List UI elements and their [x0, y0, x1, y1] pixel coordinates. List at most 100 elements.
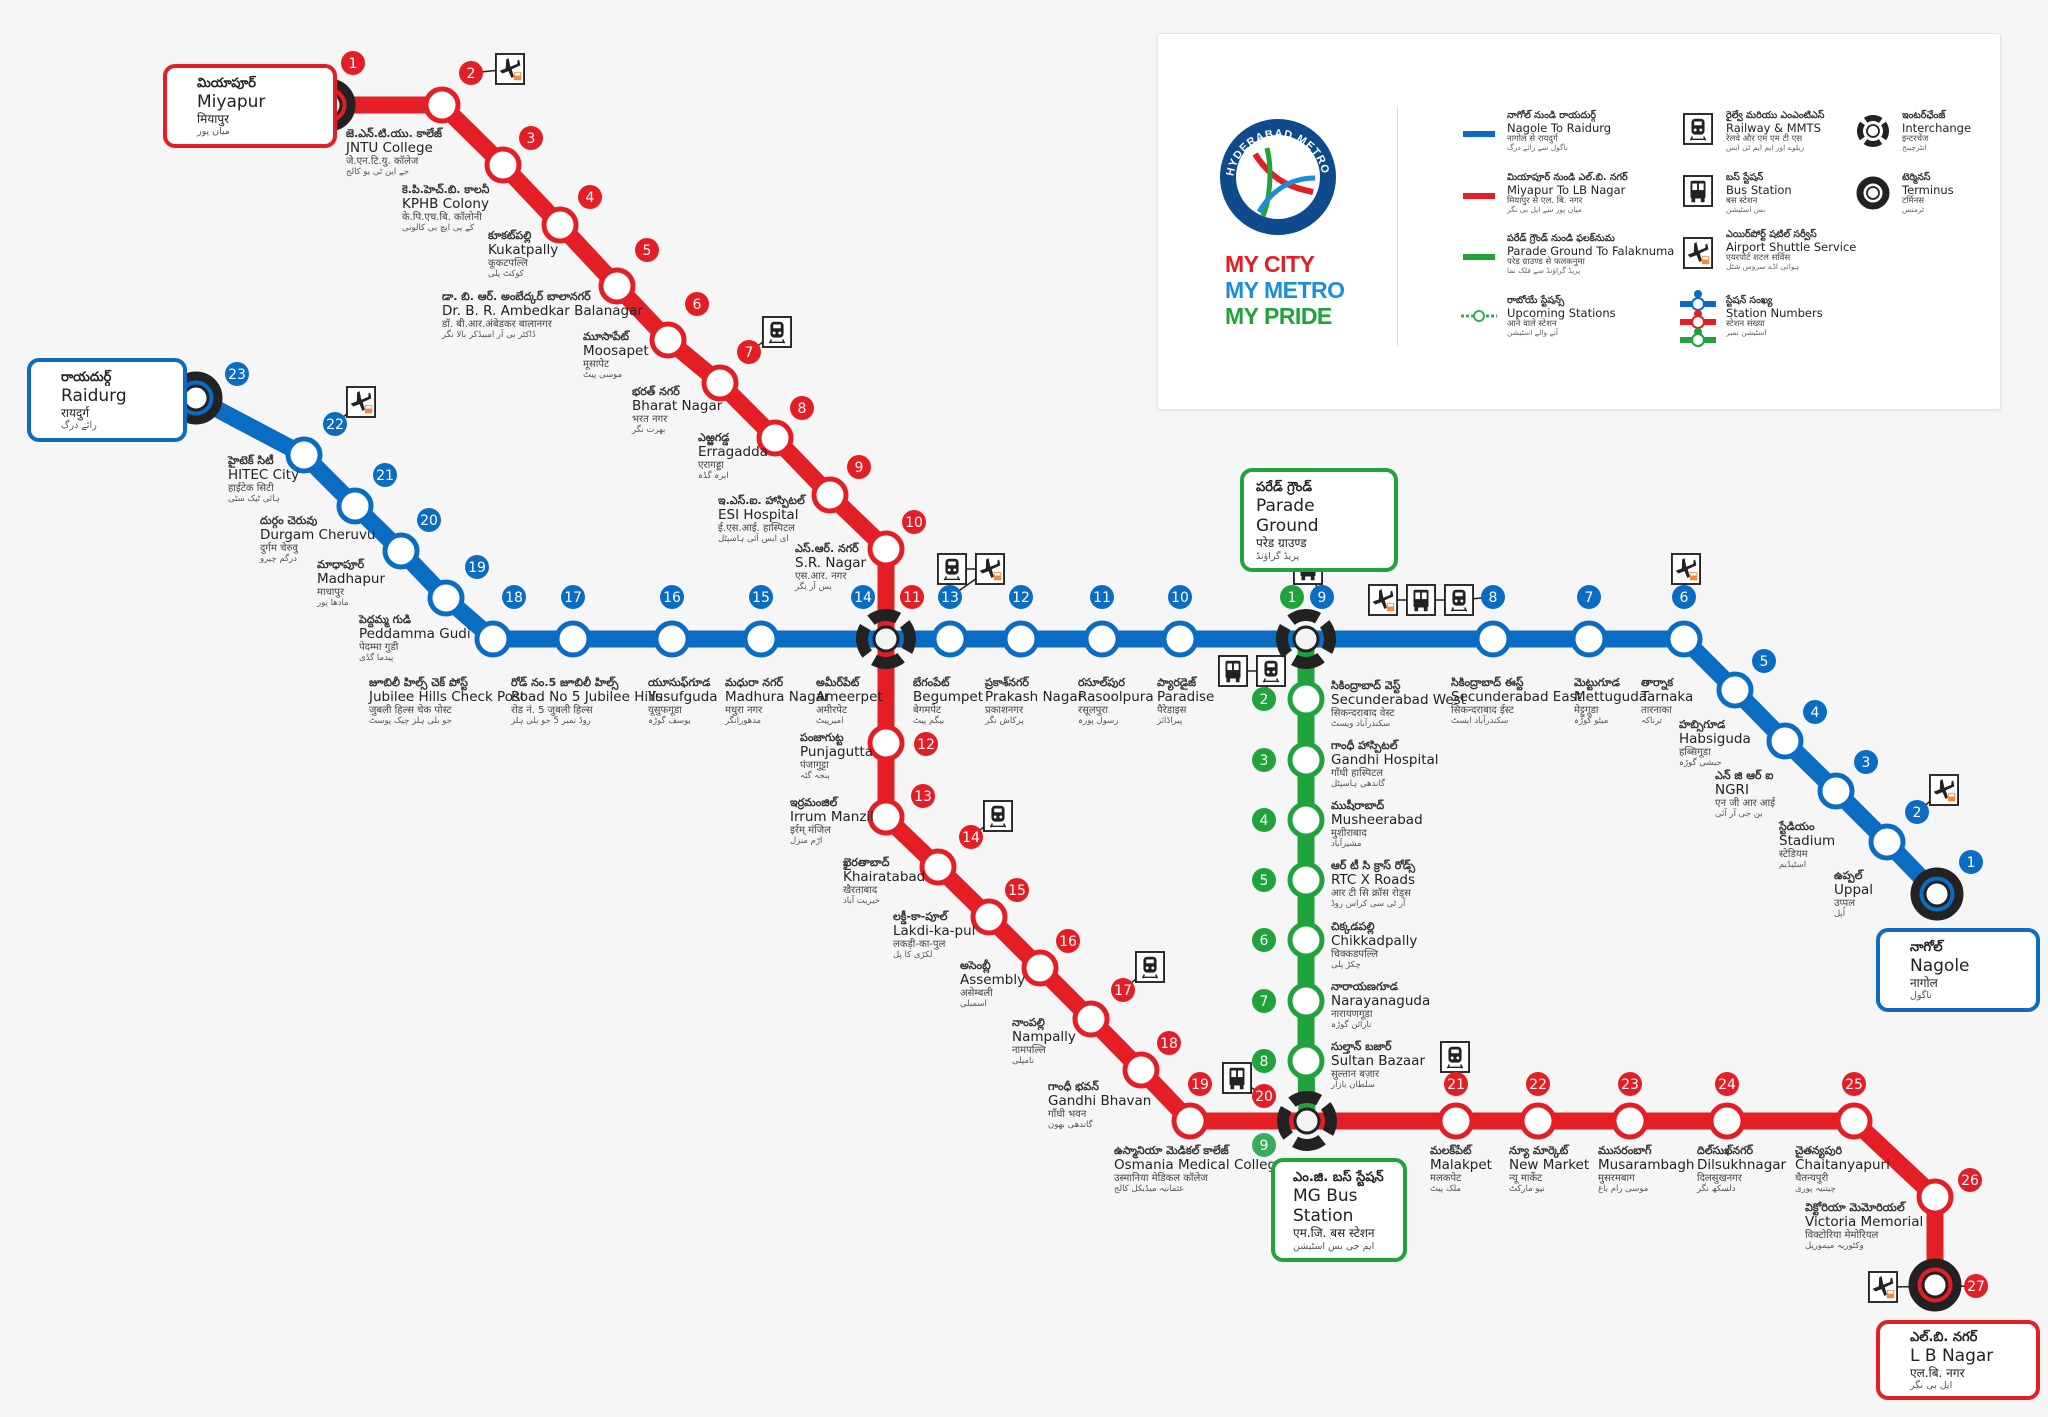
- station-secunderabad-east[interactable]: [1474, 620, 1512, 658]
- station-s-r-nagar[interactable]: [867, 530, 905, 568]
- station-bharat-nagar[interactable]: [701, 364, 739, 402]
- station-l-b-nagar[interactable]: [1908, 1258, 1962, 1312]
- station-secunderabad-west[interactable]: [1287, 680, 1325, 718]
- station-label[interactable]: రోడ్ నం.5 జూబిలీ హిల్స్Road No 5 Jubilee…: [511, 676, 663, 726]
- station-mg-bus-station[interactable]: [1273, 1087, 1341, 1155]
- station-hitec-city[interactable]: [285, 436, 323, 474]
- station-prakash-nagar[interactable]: [1002, 620, 1040, 658]
- station-lakdi-ka-pul[interactable]: [970, 898, 1008, 936]
- station-rtc-x-roads[interactable]: [1287, 861, 1325, 899]
- station-tarnaka[interactable]: [1665, 620, 1703, 658]
- station-kphb-colony[interactable]: [484, 146, 522, 184]
- station-jubilee-hills-check-post[interactable]: [474, 620, 512, 658]
- station-esi-hospital[interactable]: [811, 476, 849, 514]
- station-kukatpally[interactable]: [541, 206, 579, 244]
- terminal-box-lb-nagar[interactable]: ఎల్.బి. నగర్ L B Nagar एल.बि. नगर ایل بی…: [1876, 1320, 2040, 1400]
- terminal-box-raidurg[interactable]: రాయదుర్గ్ Raidurg रायदुर्ग رائے درگ: [27, 358, 187, 442]
- station-osmania-medical-college[interactable]: [1171, 1102, 1209, 1140]
- station-sultan-bazaar[interactable]: [1287, 1042, 1325, 1080]
- station-label[interactable]: ఉస్మానియా మెడికల్ కాలేజ్Osmania Medical …: [1114, 1144, 1284, 1194]
- station-malakpet[interactable]: [1437, 1102, 1475, 1140]
- station-moosapet[interactable]: [649, 321, 687, 359]
- station-erragadda[interactable]: [756, 419, 794, 457]
- station-stadium[interactable]: [1817, 772, 1855, 810]
- station-label[interactable]: జూబిలీ హిల్స్ చెక్ పోస్ట్Jubilee Hills C…: [369, 676, 525, 726]
- station-dr-b-r-ambedkar-balanagar[interactable]: [598, 267, 636, 305]
- station-road-no-5-jubilee-hills[interactable]: [554, 620, 592, 658]
- station-musheerabad[interactable]: [1287, 801, 1325, 839]
- station-begumpet[interactable]: [931, 620, 969, 658]
- terminal-box-miyapur[interactable]: మియాపూర్ Miyapur मियापुर میاں پور: [163, 64, 337, 148]
- station-irrum-manzil[interactable]: [867, 798, 905, 836]
- station-durgam-cheruvu[interactable]: [336, 487, 374, 525]
- terminal-box-parade-ground[interactable]: పరేడ్ గ్రౌండ్ Parade Ground परेड ग्राउण्…: [1240, 468, 1398, 573]
- station-uppal[interactable]: [1868, 823, 1906, 861]
- station-nampally[interactable]: [1072, 1000, 1110, 1038]
- station-yusufguda[interactable]: [653, 620, 691, 658]
- station-chikkadpally[interactable]: [1287, 921, 1325, 959]
- station-label[interactable]: డా. బి. ఆర్. అంబేద్కర్ బాలానగర్Dr. B. R.…: [442, 290, 643, 340]
- station-dilsukhnagar[interactable]: [1708, 1102, 1746, 1140]
- station-madhapur[interactable]: [382, 532, 420, 570]
- station-gandhi-bhavan[interactable]: [1122, 1051, 1160, 1089]
- station-paradise[interactable]: [1161, 620, 1199, 658]
- station-jntu-college[interactable]: [423, 86, 461, 124]
- station-rasoolpura[interactable]: [1083, 620, 1121, 658]
- terminal-box-mg-bus-station[interactable]: ఎం.జి. బస్ స్టేషన్ MG Bus Station एम.जि.…: [1271, 1158, 1407, 1263]
- station-ameerpet[interactable]: [852, 605, 920, 673]
- station-madhura-nagar[interactable]: [742, 620, 780, 658]
- station-punjagutta[interactable]: [867, 724, 905, 762]
- station-musarambagh[interactable]: [1611, 1102, 1649, 1140]
- station-chaitanyapuri[interactable]: [1835, 1102, 1873, 1140]
- station-assembly[interactable]: [1021, 949, 1059, 987]
- station-habsiguda[interactable]: [1716, 671, 1754, 709]
- station-parade-ground[interactable]: [1272, 605, 1340, 673]
- station-new-market[interactable]: [1519, 1102, 1557, 1140]
- station-ngri[interactable]: [1766, 722, 1804, 760]
- station-nagole[interactable]: [1910, 867, 1964, 921]
